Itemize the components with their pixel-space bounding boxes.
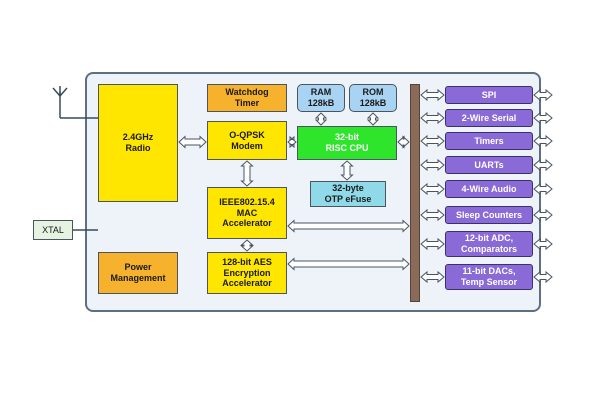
otp-efuse-block: 32-byte OTP eFuse xyxy=(310,181,386,207)
peripheral-block: SPI xyxy=(445,86,533,104)
double-arrow-icon xyxy=(533,270,553,284)
peripheral-block: 11-bit DACs, Temp Sensor xyxy=(445,264,533,290)
cpu-block: 32-bit RISC CPU xyxy=(297,126,397,160)
xtal-block: XTAL xyxy=(33,220,73,240)
double-arrow-icon xyxy=(420,237,445,251)
double-arrow-icon xyxy=(533,88,553,102)
peripheral-block: 2-Wire Serial xyxy=(445,109,533,127)
peripheral-block: Sleep Counters xyxy=(445,206,533,224)
double-arrow-icon xyxy=(340,160,354,181)
double-arrow-icon xyxy=(420,111,445,125)
double-arrow-icon xyxy=(397,135,410,149)
double-arrow-icon xyxy=(420,158,445,172)
peripheral-block: 12-bit ADC, Comparators xyxy=(445,231,533,257)
aes-accelerator-block: 128-bit AES Encryption Accelerator xyxy=(207,252,287,294)
double-arrow-icon xyxy=(533,182,553,196)
mac-accelerator-block: IEEE802.15.4 MAC Accelerator xyxy=(207,187,287,239)
double-arrow-icon xyxy=(533,111,553,125)
double-arrow-icon xyxy=(366,112,380,126)
double-arrow-icon xyxy=(420,88,445,102)
double-arrow-icon xyxy=(287,219,410,233)
double-arrow-icon xyxy=(178,135,207,149)
double-arrow-icon xyxy=(240,160,254,187)
rom-block: ROM 128kB xyxy=(349,84,397,112)
double-arrow-icon xyxy=(287,257,410,271)
peripheral-block: UARTs xyxy=(445,156,533,174)
double-arrow-icon xyxy=(314,112,328,126)
system-bus xyxy=(410,84,420,302)
double-arrow-icon xyxy=(420,134,445,148)
peripheral-block: 4-Wire Audio xyxy=(445,180,533,198)
double-arrow-icon xyxy=(533,237,553,251)
antenna-icon xyxy=(52,86,98,119)
watchdog-timer-block: Watchdog Timer xyxy=(207,84,287,112)
double-arrow-icon xyxy=(420,208,445,222)
double-arrow-icon xyxy=(533,158,553,172)
ram-block: RAM 128kB xyxy=(297,84,345,112)
double-arrow-icon xyxy=(420,182,445,196)
radio-block: 2.4GHz Radio xyxy=(98,84,178,202)
double-arrow-icon xyxy=(533,134,553,148)
double-arrow-icon xyxy=(287,135,297,149)
double-arrow-icon xyxy=(420,270,445,284)
power-management-block: Power Management xyxy=(98,252,178,294)
double-arrow-icon xyxy=(240,239,254,252)
peripheral-block: Timers xyxy=(445,132,533,150)
double-arrow-icon xyxy=(533,208,553,222)
oqpsk-modem-block: O-QPSK Modem xyxy=(207,121,287,160)
